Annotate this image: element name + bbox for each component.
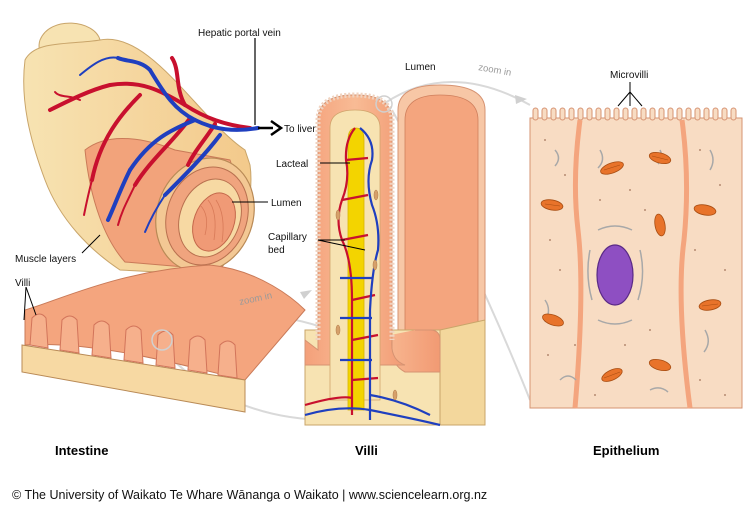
caption-villi: Villi xyxy=(355,443,378,458)
flap-villi xyxy=(29,313,238,379)
label-zoom-in-2: zoom in xyxy=(477,62,512,79)
label-hepatic-portal-vein: Hepatic portal vein xyxy=(198,28,281,39)
zoom-circle-villi xyxy=(375,95,393,113)
veins xyxy=(106,56,260,222)
intestine-illustration xyxy=(21,22,306,413)
cell-membranes xyxy=(572,119,693,409)
intestine-flap-base xyxy=(21,344,246,413)
villi-illustration xyxy=(304,84,486,427)
label-microvilli: Microvilli xyxy=(610,70,648,81)
zoom-arrow-1 xyxy=(300,290,312,299)
microvilli-row xyxy=(532,107,737,121)
label-lumen-intestine: Lumen xyxy=(271,198,302,209)
label-lacteal: Lacteal xyxy=(276,159,308,170)
intestine-lumen xyxy=(192,192,236,252)
caption-epithelium: Epithelium xyxy=(593,443,659,458)
label-villi-small: Villi xyxy=(15,278,30,289)
label-capillary-bed-line1: Capillary xyxy=(268,232,307,243)
copyright-credit: © The University of Waikato Te Whare Wān… xyxy=(12,488,488,502)
label-capillary-bed-line2: bed xyxy=(268,245,285,256)
nucleus xyxy=(596,244,634,306)
to-liver-arrowhead xyxy=(270,119,284,137)
caption-intestine: Intestine xyxy=(55,443,108,458)
epithelium-illustration xyxy=(529,82,743,409)
label-lumen-villi: Lumen xyxy=(405,62,436,73)
zoom-arrow-2 xyxy=(515,95,527,104)
label-muscle-layers: Muscle layers xyxy=(15,254,76,265)
epithelium-cells-bg xyxy=(529,117,743,409)
label-to-liver: To liver xyxy=(284,124,316,135)
zoom-circle-intestine xyxy=(151,329,173,351)
